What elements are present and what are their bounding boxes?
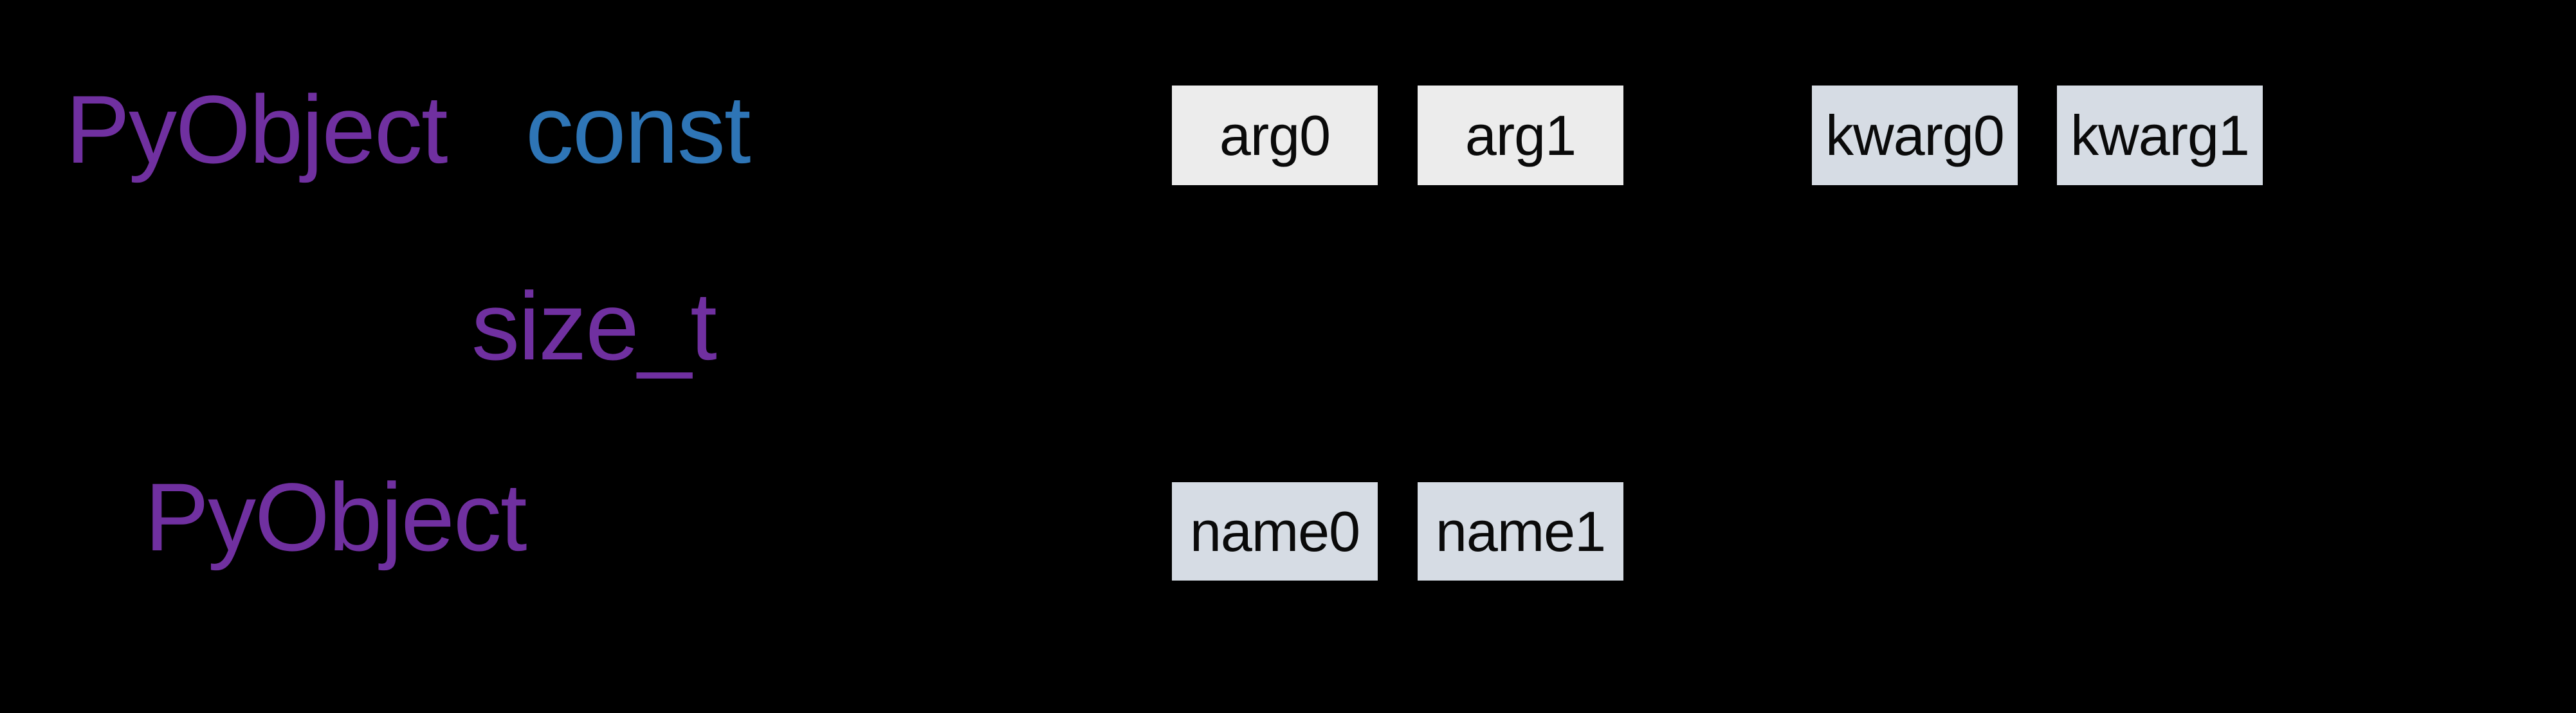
name0-cell: name0 bbox=[1172, 482, 1378, 581]
name1-cell: name1 bbox=[1418, 482, 1623, 581]
kwarg0-label: kwarg0 bbox=[1825, 103, 2005, 167]
arg1-cell: arg1 bbox=[1418, 86, 1623, 185]
const-qualifier-label: const bbox=[525, 75, 751, 183]
name0-label: name0 bbox=[1189, 499, 1360, 563]
arg0-label: arg0 bbox=[1219, 103, 1331, 167]
arg1-label: arg1 bbox=[1465, 103, 1576, 167]
name1-label: name1 bbox=[1435, 499, 1606, 563]
kwarg1-label: kwarg1 bbox=[2070, 103, 2250, 167]
pyobject-type-label-top: PyObject bbox=[66, 75, 448, 183]
kwarg0-cell: kwarg0 bbox=[1812, 86, 2018, 185]
size-t-type-label: size_t bbox=[471, 272, 717, 380]
pyobject-type-label-bottom: PyObject bbox=[145, 463, 527, 571]
kwarg1-cell: kwarg1 bbox=[2057, 86, 2263, 185]
arg0-cell: arg0 bbox=[1172, 86, 1378, 185]
